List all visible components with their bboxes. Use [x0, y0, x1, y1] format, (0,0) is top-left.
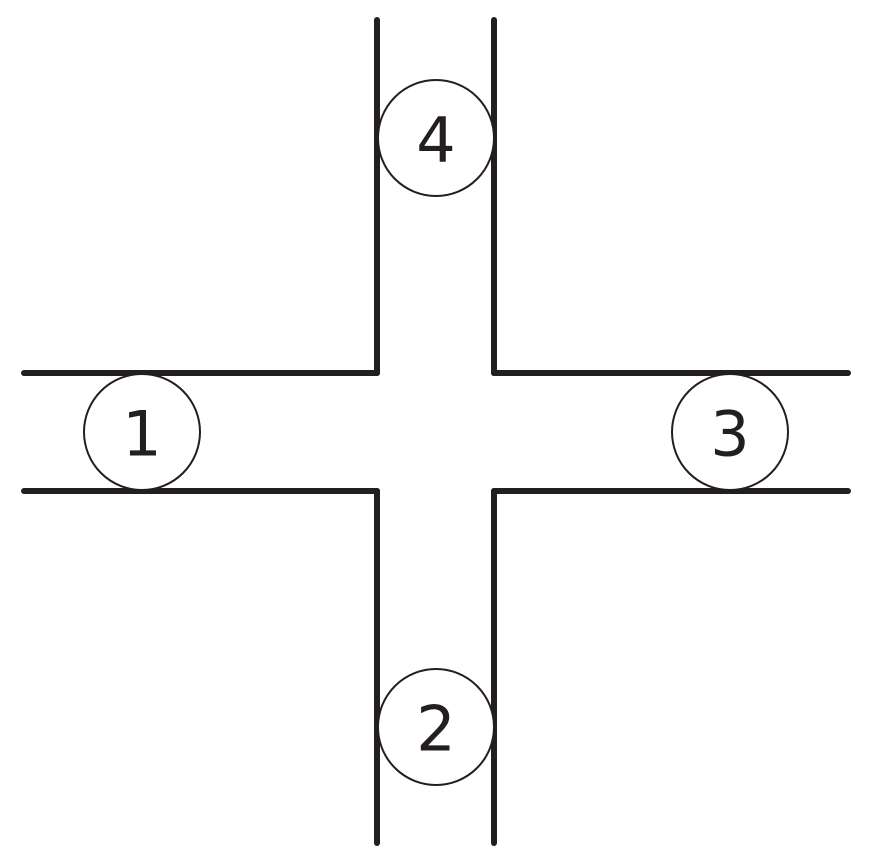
- node-1-circle: [83, 373, 201, 491]
- node-1: 1: [83, 373, 201, 491]
- intersection-walls: [21, 17, 851, 846]
- node-3-label: 3: [710, 398, 749, 471]
- node-4: 4: [377, 79, 495, 197]
- node-2-label: 2: [416, 693, 455, 766]
- node-4-label: 4: [416, 104, 455, 177]
- node-2: 2: [377, 668, 495, 786]
- node-3: 3: [671, 373, 789, 491]
- node-3-circle: [671, 373, 789, 491]
- node-4-circle: [377, 79, 495, 197]
- node-1-label: 1: [122, 398, 161, 471]
- node-2-circle: [377, 668, 495, 786]
